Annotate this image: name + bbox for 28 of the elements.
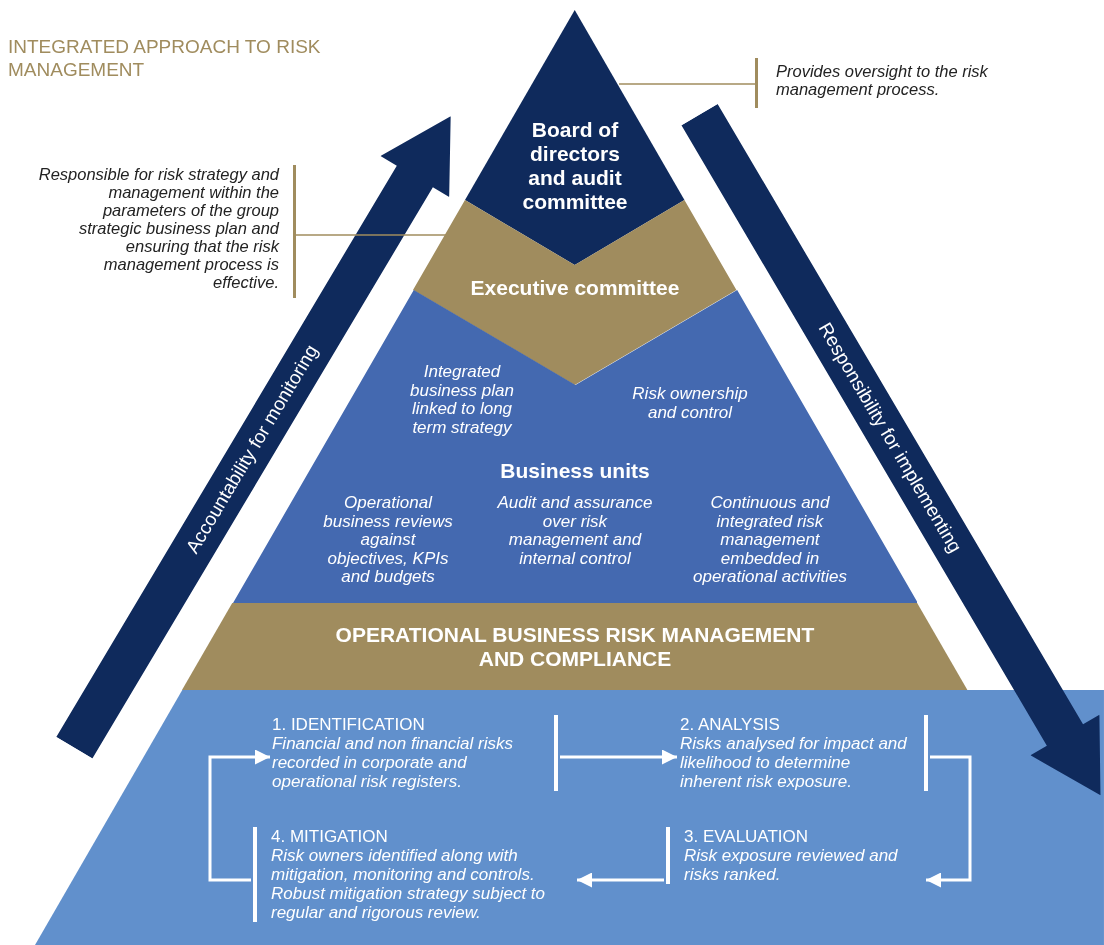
- diagram-title: INTEGRATED APPROACH TO RISK MANAGEMENT: [8, 35, 322, 81]
- step-description: Risk owners identified along with mitigation, monitoring and controls. Robust mitigation strategy subject to regular and rigorous review.: [271, 846, 546, 922]
- step-heading: 1. IDENTIFICATION: [272, 715, 426, 734]
- node-text: Operational business reviews against objectives, KPIs and budgets: [322, 494, 454, 587]
- node-title: OPERATIONAL BUSINESS RISK MANAGEMENT AND COMPLIANCE: [334, 623, 816, 671]
- step-heading: 3. EVALUATION: [684, 827, 810, 846]
- process-step: [272, 715, 558, 791]
- arrow: [208, 749, 270, 882]
- node-title: Board of directors and audit committee: [521, 118, 629, 214]
- step-description: Financial and non financial risks recorded in corporate and operational risk registers.: [272, 734, 514, 791]
- node-text: Risk ownership and control: [631, 385, 749, 422]
- node-title: Business units: [499, 459, 651, 483]
- node-text: Integrated business plan linked to long term strategy: [409, 363, 515, 437]
- arrow: [926, 755, 972, 888]
- step-description: Risk exposure reviewed and risks ranked.: [684, 846, 899, 884]
- arrow: [560, 749, 677, 765]
- step-heading: 2. ANALYSIS: [680, 715, 781, 734]
- note-text: Responsible for risk strategy and management within the parameters of the group strategic business plan and ensuring that the risk management process is effective.: [37, 165, 279, 291]
- process-step: [680, 715, 928, 791]
- node-text: Audit and assurance over risk management and internal control: [496, 494, 654, 568]
- node-title: Executive committee: [469, 276, 681, 300]
- arrow: [577, 872, 664, 888]
- step-description: Risks analysed for impact and likelihood to determine inherent risk exposure.: [680, 734, 908, 791]
- leader-line: [618, 83, 756, 85]
- step-heading: 4. MITIGATION: [271, 827, 389, 846]
- node-text: Continuous and integrated risk management embedded in operational activities: [691, 494, 848, 587]
- note-text: Provides oversight to the risk management process.: [776, 62, 989, 98]
- leader-line: [295, 234, 447, 236]
